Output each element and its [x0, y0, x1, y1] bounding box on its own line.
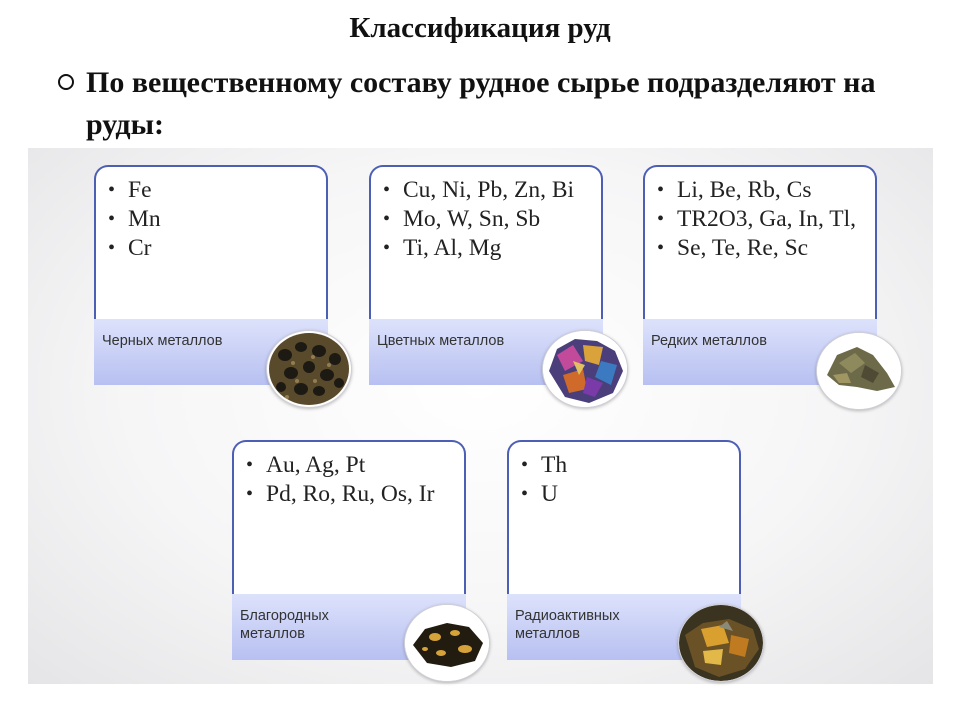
list-item: U	[519, 480, 731, 509]
list-item: TR2O3, Ga, In, Tl,	[655, 205, 867, 234]
card-label: Редких металлов	[651, 333, 767, 349]
slide-title: Классификация руд	[349, 12, 611, 44]
card-label: Радиоактивных металлов	[515, 608, 620, 642]
card-items-box: Au, Ag, Pt Pd, Ro, Ru, Os, Ir	[232, 440, 466, 594]
list-item: Pd, Ro, Ru, Os, Ir	[244, 480, 456, 509]
ring-bullet-icon	[58, 74, 74, 90]
list-item: Mo, W, Sn, Sb	[381, 205, 593, 234]
card-items-box: Cu, Ni, Pb, Zn, Bi Mo, W, Sn, Sb Ti, Al,…	[369, 165, 603, 319]
intro-text: По вещественному составу рудное сырье по…	[86, 66, 876, 141]
list-item: Mn	[106, 205, 318, 234]
list-item: Cr	[106, 234, 318, 263]
card-radioactive-metals: Th U Радиоактивных металлов	[507, 440, 741, 662]
classification-panel: Fe Mn Cr Черных металлов	[28, 148, 933, 684]
card-items-box: Th U	[507, 440, 741, 594]
nonferrous-ore-icon	[542, 330, 628, 408]
card-label: Цветных металлов	[377, 333, 505, 349]
list-item: Se, Te, Re, Sc	[655, 234, 867, 263]
list-item: Cu, Ni, Pb, Zn, Bi	[381, 176, 593, 205]
black-ore-icon	[266, 330, 352, 408]
card-items-box: Fe Mn Cr	[94, 165, 328, 319]
radioactive-ore-icon	[678, 604, 764, 682]
intro-bullet: По вещественному составу рудное сырье по…	[54, 62, 914, 146]
card-label: Благородных металлов	[240, 608, 329, 642]
list-item: Th	[519, 451, 731, 480]
list-item: Li, Be, Rb, Cs	[655, 176, 867, 205]
noble-ore-icon	[404, 604, 490, 682]
card-nonferrous-metals: Cu, Ni, Pb, Zn, Bi Mo, W, Sn, Sb Ti, Al,…	[369, 165, 603, 387]
list-item: Ti, Al, Mg	[381, 234, 593, 263]
list-item: Au, Ag, Pt	[244, 451, 456, 480]
list-item: Fe	[106, 176, 318, 205]
rare-ore-icon	[816, 332, 902, 410]
card-label: Черных металлов	[102, 333, 223, 349]
card-items-box: Li, Be, Rb, Cs TR2O3, Ga, In, Tl, Se, Te…	[643, 165, 877, 319]
